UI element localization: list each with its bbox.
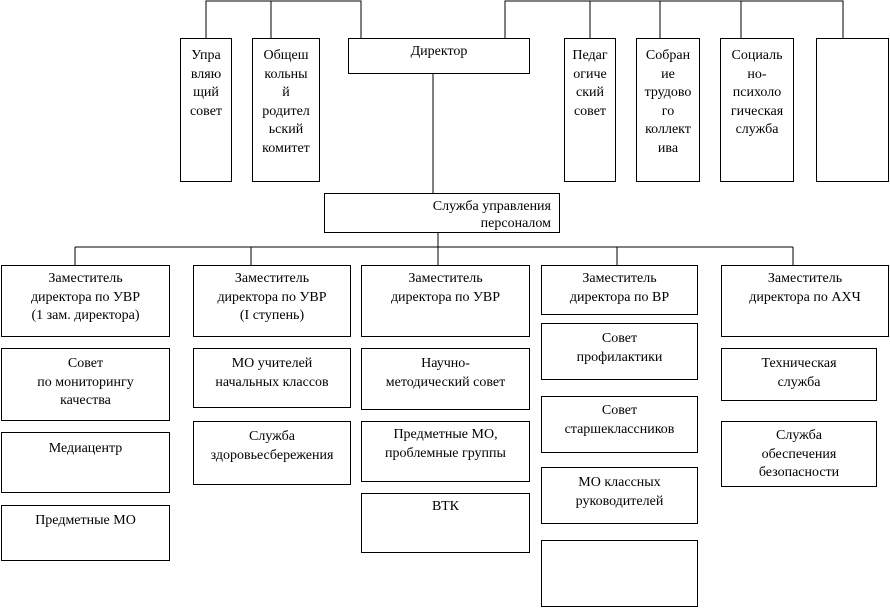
deputy-vr-box: Заместитель директора по ВР <box>541 265 698 315</box>
vtk-label: ВТК <box>431 499 460 514</box>
board-line: щий <box>193 85 219 100</box>
subject-mo-box: Предметные МО <box>1 505 170 561</box>
staff-meeting-line: Собран <box>645 48 691 63</box>
deputy-ahch-line: Заместитель <box>767 271 843 286</box>
deputy-uvr-primary-line: Заместитель <box>234 271 310 286</box>
security-service-line: обеспечения <box>761 446 837 462</box>
deputy-uvr-box: Заместитель директора по УВР <box>361 265 530 337</box>
media-center-label: Медиацентр <box>48 441 123 456</box>
deputy-vr-line: директора по ВР <box>569 289 670 305</box>
senior-students-line: Совет <box>601 403 638 418</box>
quality-monitoring-line: Совет <box>67 356 104 371</box>
security-service-box: Служба обеспечения безопасности <box>721 421 877 487</box>
board-line: вляю <box>190 66 222 82</box>
hr-service-line: персоналом <box>480 216 551 231</box>
deputy-uvr-first-line: директора по УВР <box>30 289 141 305</box>
empty-top-box <box>816 38 889 182</box>
parents-committee-box: Общеш кольны й родител ьский комитет <box>252 38 320 182</box>
technical-service-box: Техническая служба <box>721 348 877 401</box>
primary-teachers-line: начальных классов <box>215 374 329 390</box>
technical-service-line: Техническая <box>761 356 837 371</box>
quality-monitoring-line: качества <box>60 393 111 408</box>
deputy-uvr-primary-line: (I ступень) <box>239 308 305 323</box>
primary-teachers-line: МО учителей <box>231 356 313 371</box>
board-line: Упра <box>191 48 221 63</box>
social-service-box: Социаль но- психоло гическая служба <box>720 38 794 182</box>
class-teachers-line: руководителей <box>575 493 664 509</box>
staff-meeting-line: трудово <box>644 85 692 100</box>
class-teachers-mo-box: МО классных руководителей <box>541 467 698 524</box>
security-service-line: безопасности <box>758 465 840 480</box>
staff-meeting-line: ива <box>657 140 679 156</box>
hr-service-box: Служба управления персоналом <box>324 193 560 233</box>
health-service-line: Служба <box>249 429 295 444</box>
parents-line: кольны <box>264 66 308 82</box>
class-teachers-line: МО классных <box>578 475 661 490</box>
prevention-council-line: Совет <box>601 331 638 346</box>
subject-mo-groups-line: проблемные группы <box>385 445 506 461</box>
staff-meeting-line: коллект <box>645 122 691 137</box>
staff-meeting-box: Собран ие трудово го коллект ива <box>636 38 700 182</box>
methodical-council-line: Научно- <box>421 356 470 371</box>
deputy-uvr-line: Заместитель <box>408 271 483 286</box>
social-service-line: Социаль <box>731 48 783 63</box>
deputy-uvr-first-line: (1 зам. директора) <box>31 308 140 323</box>
social-service-line: гическая <box>730 103 784 119</box>
parents-line: й <box>282 85 290 100</box>
social-service-line: но- <box>747 66 767 82</box>
pedagogical-line: ский <box>576 85 604 100</box>
social-service-line: психоло <box>732 85 782 100</box>
staff-meeting-line: ие <box>661 66 675 82</box>
deputy-uvr-first-box: Заместитель директора по УВР (1 зам. дир… <box>1 265 170 337</box>
staff-meeting-line: го <box>661 103 675 119</box>
methodical-council-box: Научно- методический совет <box>361 348 530 410</box>
parents-line: родител <box>262 103 310 119</box>
pedagogical-line: совет <box>573 103 607 119</box>
methodical-council-line: методический совет <box>385 374 506 390</box>
board-line: совет <box>189 103 223 119</box>
health-service-line: здоровьесбережения <box>210 447 334 463</box>
quality-monitoring-council-box: Совет по мониторингу качества <box>1 348 170 421</box>
social-service-line: служба <box>735 122 779 137</box>
parents-line: комитет <box>262 140 310 156</box>
deputy-uvr-primary-line: директора по УВР <box>217 289 327 305</box>
deputy-vr-line: Заместитель <box>582 271 657 286</box>
media-center-box: Медиацентр <box>1 432 170 493</box>
prevention-council-box: Совет профилактики <box>541 323 698 380</box>
parents-line: ьский <box>268 122 304 137</box>
health-service-box: Служба здоровьесбережения <box>193 421 351 485</box>
quality-monitoring-line: по мониторингу <box>37 374 134 390</box>
deputy-uvr-first-line: Заместитель <box>48 271 123 286</box>
primary-teachers-mo-box: МО учителей начальных классов <box>193 348 351 408</box>
deputy-uvr-line: директора по УВР <box>390 289 501 305</box>
deputy-uvr-primary-box: Заместитель директора по УВР (I ступень) <box>193 265 351 337</box>
deputy-ahch-box: Заместитель директора по АХЧ <box>721 265 889 337</box>
security-service-line: Служба <box>776 428 822 443</box>
subject-mo-label: Предметные МО <box>35 513 136 528</box>
senior-students-council-box: Совет старшеклассников <box>541 396 698 453</box>
subject-mo-groups-line: Предметные МО, <box>393 427 498 442</box>
pedagogical-line: огиче <box>573 66 607 82</box>
parents-line: Общеш <box>263 48 309 63</box>
pedagogical-line: Педаг <box>572 48 608 63</box>
prevention-council-line: профилактики <box>576 349 663 365</box>
hr-service-line: Служба управления <box>432 199 551 214</box>
director-box: Директор <box>348 38 530 74</box>
board-box: Упра вляю щий совет <box>180 38 232 182</box>
deputy-ahch-line: директора по АХЧ <box>749 289 861 305</box>
pedagogical-council-box: Педаг огиче ский совет <box>564 38 616 182</box>
technical-service-line: служба <box>777 374 821 390</box>
senior-students-line: старшеклассников <box>564 421 675 437</box>
vtk-box: ВТК <box>361 493 530 553</box>
director-label: Директор <box>410 44 468 59</box>
subject-mo-groups-box: Предметные МО, проблемные группы <box>361 421 530 482</box>
empty-unit-box <box>541 540 698 607</box>
